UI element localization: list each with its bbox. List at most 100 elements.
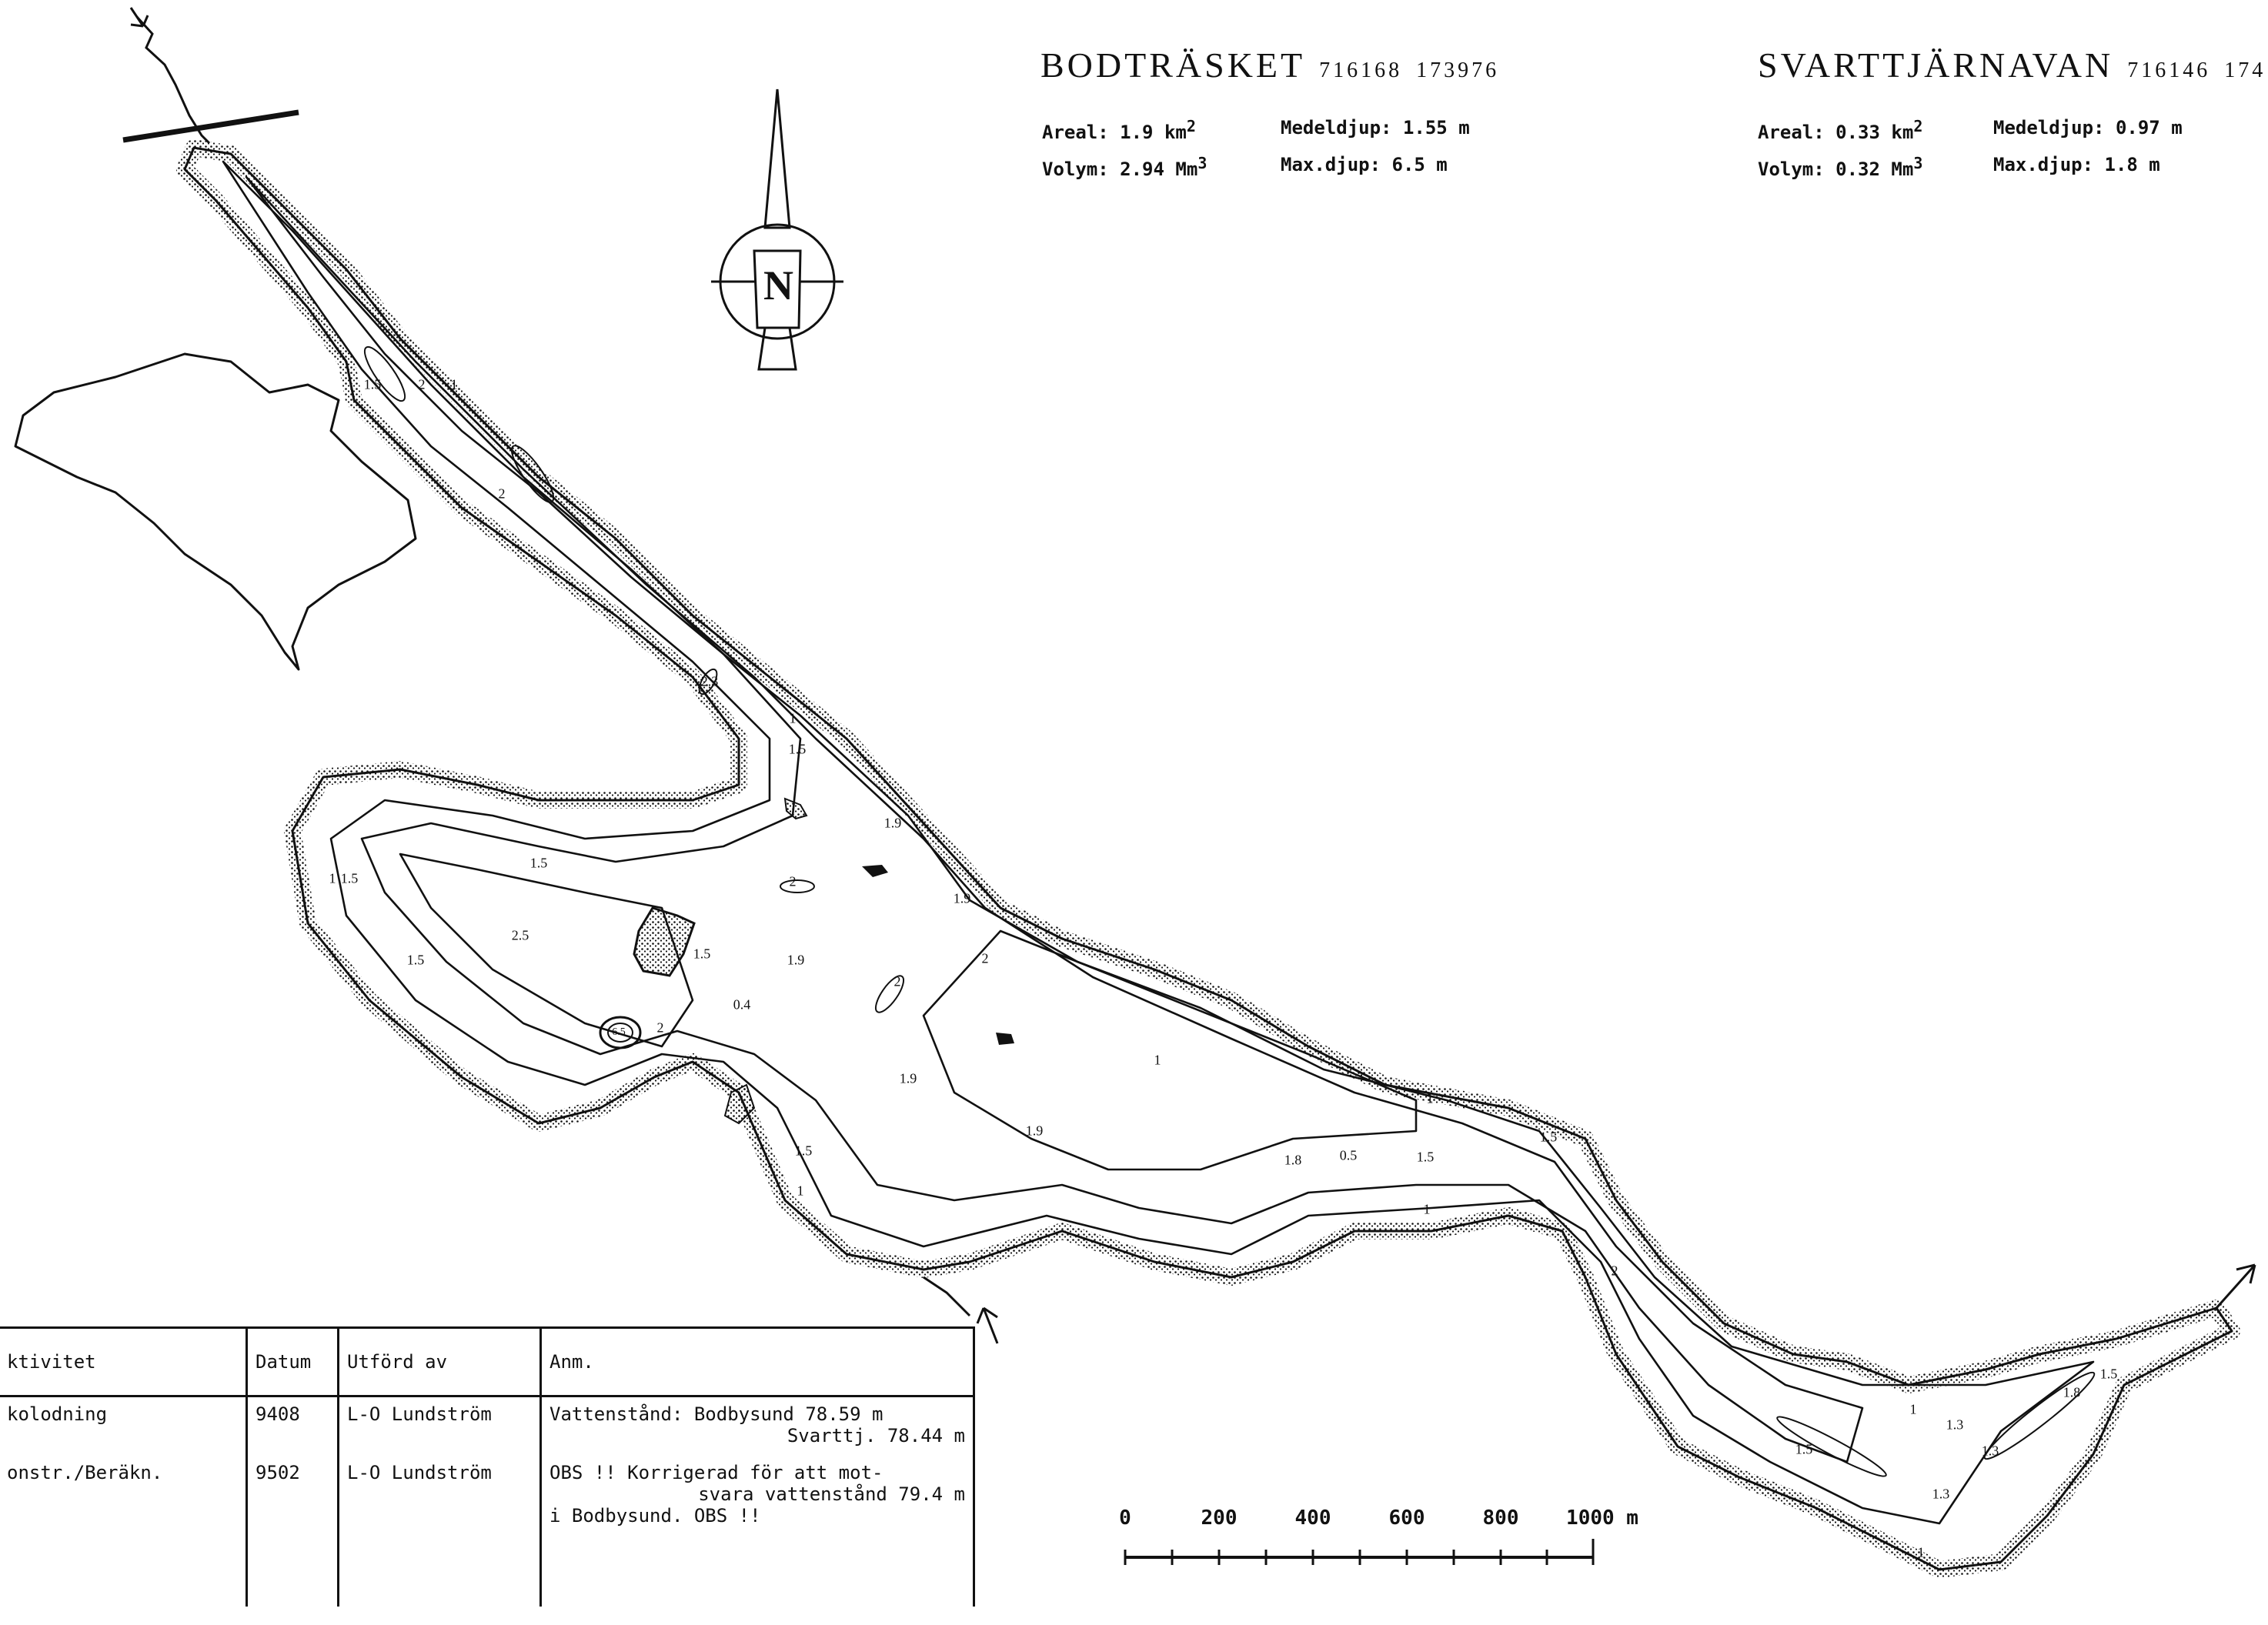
scale-tick-label: 1000 m [1566,1507,1638,1530]
lake2-maxdjup-value: 1.8 m [2104,154,2160,175]
scale-tick-label: 200 [1201,1507,1238,1530]
island-shoal [633,906,696,977]
depth-label: 1 [1909,1401,1917,1417]
table-row: onstr./Beräkn. 9502 L-O Lundström OBS !!… [0,1456,975,1607]
shoal-outline-2 [874,975,905,1013]
cell-anm: OBS !! Korrigerad för att mot- svara vat… [539,1456,975,1607]
depth-label: 1.8 [1284,1152,1302,1168]
shoal-outline-7 [1776,1416,1887,1477]
depth-label: 1.8 [2063,1384,2081,1400]
inlet-arrow-icon [976,1306,999,1344]
depth-label: 1.9 [787,952,805,968]
depth-label: 0.4 [733,996,751,1013]
north-arrow-icon [711,88,843,371]
lake1-areal-exp: 2 [1186,117,1196,135]
anm-line: i Bodbysund. OBS !! [549,1505,761,1527]
inflow-arrow-icon [129,7,149,28]
anm-line: svara vattenstånd 79.4 m [698,1483,965,1505]
depth-label: 2 [498,485,506,502]
shoal-small-4 [723,1083,756,1125]
depth-label: 1 [1423,1201,1431,1217]
lake2-volym-label: Volym: [1758,158,1825,180]
depth-label: 1.5 [1539,1129,1558,1145]
depth-label: 2 [1611,1263,1618,1279]
depth-label: 2 [418,376,426,392]
lake1-maxdjup: Max.djup: 6.5 m [1281,154,1448,175]
lake1-maxdjup-label: Max.djup: [1281,154,1381,175]
depth-label: 1 [797,1183,804,1199]
island-deep-hole [599,1016,642,1049]
lake2-name: SVARTTJÄRNAVAN [1758,45,2114,85]
lake2-volym-value: 0.32 Mm [1835,158,1914,180]
lake2-medeldjup: Medeldjup: 0.97 m [1993,117,2183,138]
lake2-code-b: 174 [2224,58,2266,82]
lake2-areal-exp: 2 [1913,117,1923,135]
depth-label: 1.5 [406,952,425,968]
depth-label: 1.5 [340,870,359,886]
depth-label: 1.5 [2099,1366,2118,1382]
cell-anm: Vattenstånd: Bodbysund 78.59 m Svarttj. … [539,1396,975,1456]
lake2-volym-exp: 3 [1913,154,1923,172]
lake2-title: SVARTTJÄRNAVAN 716146 174 [1758,45,2266,85]
lake2-areal: Areal: 0.33 km2 [1758,117,1922,143]
depth-label: 6.5 [612,1026,626,1038]
lake2-medeldjup-label: Medeldjup: [1993,117,2105,138]
depth-label: 1.9 [953,890,971,906]
activity-log-table: ktivitet Datum Utförd av Anm. kolodning … [0,1326,975,1607]
cell-aktivitet: onstr./Beräkn. [0,1456,248,1607]
depth-label: 1 [789,710,797,726]
header-utford-av: Utförd av [337,1326,542,1397]
lake2-code-a: 716146 [2127,58,2211,82]
lake2-areal-label: Areal: [1758,122,1825,143]
scale-tick-label: 800 [1482,1507,1519,1530]
header-datum: Datum [246,1326,339,1397]
depth-label: 1 [450,376,458,392]
lake1-code-a: 716168 [1319,58,1403,82]
inflow-stream [135,15,211,145]
shoreline-outline [183,146,2233,1571]
scale-tick-label: 0 [1119,1507,1131,1530]
inlet-stream [923,1276,971,1317]
depth-label: 2 [656,1019,664,1036]
shoal-outline-6 [1983,1371,2096,1460]
depth-label: 2.5 [511,927,529,943]
cell-datum: 9502 [246,1456,339,1607]
depth-label: 1.9 [883,815,902,831]
depth-label: 1.5 [794,1143,813,1159]
shoal-small-3 [996,1033,1014,1045]
shoal-outline-4 [363,345,406,402]
depth-label: 1.3 [1932,1486,1950,1502]
lake1-maxdjup-value: 6.5 m [1391,154,1448,175]
depth-label: 1.5 [529,855,548,871]
contour-1-5m [245,175,1864,1463]
lake1-areal: Areal: 1.9 km2 [1042,117,1196,143]
header-anm: Anm. [539,1326,975,1397]
lake2-areal-value: 0.33 km [1835,122,1914,143]
depth-label: 1.5 [693,946,711,962]
table-row: kolodning 9408 L-O Lundström Vattenstånd… [0,1396,975,1456]
cell-utford: L-O Lundström [337,1456,542,1607]
depth-label: 1.3 [1981,1443,1999,1459]
depth-label: 2 [894,973,901,989]
depth-label: 1.5 [1795,1441,1813,1457]
contour-2m-east [922,929,1418,1171]
lake2-maxdjup-label: Max.djup: [1993,154,2094,175]
anm-line: Vattenstånd: Bodbysund 78.59 m [549,1403,883,1425]
depth-label: 1.5 [363,376,382,392]
depth-label: 1.9 [1025,1123,1044,1139]
shoal-outline-3 [510,445,555,503]
depth-label: 1.9 [899,1070,917,1086]
lake1-areal-label: Areal: [1042,122,1109,143]
lake2-volym: Volym: 0.32 Mm3 [1758,154,1922,180]
lake2-medeldjup-value: 0.97 m [2115,117,2183,138]
depth-label: 1 [1917,1544,1925,1560]
scale-tick-label: 400 [1294,1507,1331,1530]
lake1-volym-value: 2.94 Mm [1120,158,1198,180]
depth-label: 1 [1426,1090,1434,1106]
depth-label: 2 [789,873,797,889]
anm-line: OBS !! Korrigerad för att mot- [549,1462,883,1483]
depth-label: 2 [981,950,989,966]
shoal-small-1 [783,797,808,820]
island-deep-hole-inner [607,1023,633,1043]
